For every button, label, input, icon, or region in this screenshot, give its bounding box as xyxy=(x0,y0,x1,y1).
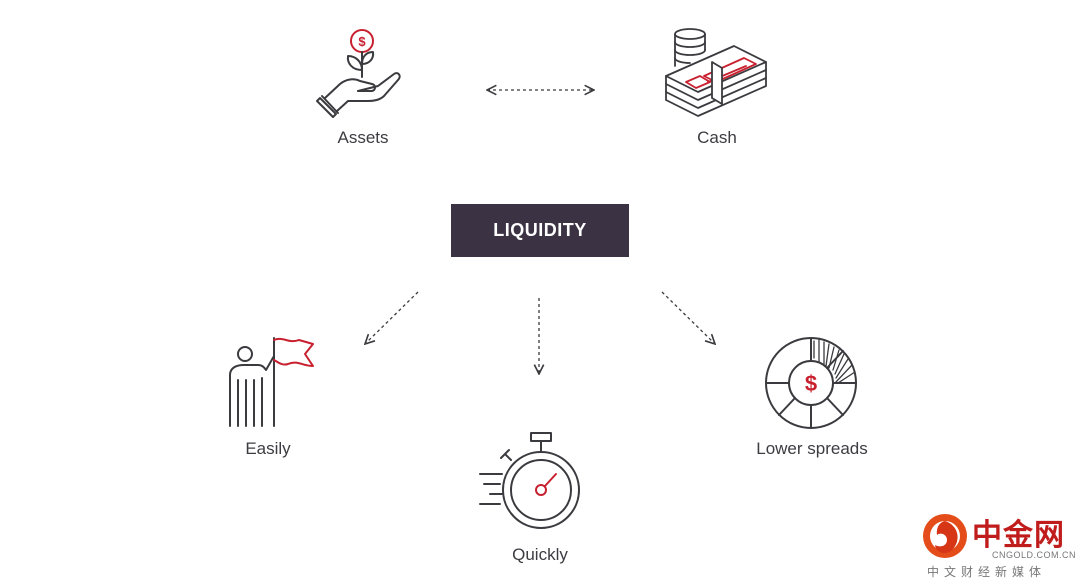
cngold-logo-icon xyxy=(923,514,967,558)
liquidity-easily-arrow xyxy=(365,291,419,344)
watermark-subtitle: 中文财经新媒体 xyxy=(927,565,1047,579)
easily-label: Easily xyxy=(245,439,291,458)
liquidity-spreads-arrow xyxy=(661,291,715,344)
plant-in-hand-icon: $ xyxy=(316,29,401,118)
cash-label: Cash xyxy=(697,128,737,147)
lower-spreads-label: Lower spreads xyxy=(756,439,868,458)
assets-label: Assets xyxy=(337,128,389,147)
liquidity-label: LIQUIDITY xyxy=(493,220,587,240)
dollar-pie-chart-icon: $ xyxy=(765,337,857,429)
quickly-label: Quickly xyxy=(512,545,568,564)
money-stack-icon xyxy=(665,28,767,117)
svg-text:$: $ xyxy=(805,371,817,396)
stopwatch-icon xyxy=(479,432,580,529)
person-with-flag-icon xyxy=(229,337,314,427)
liquidity-box: LIQUIDITY xyxy=(451,204,629,257)
svg-text:$: $ xyxy=(358,34,366,49)
watermark-title: 中金网 xyxy=(972,518,1065,553)
watermark-domain: CNGOLD.COM.CN xyxy=(992,550,1077,560)
